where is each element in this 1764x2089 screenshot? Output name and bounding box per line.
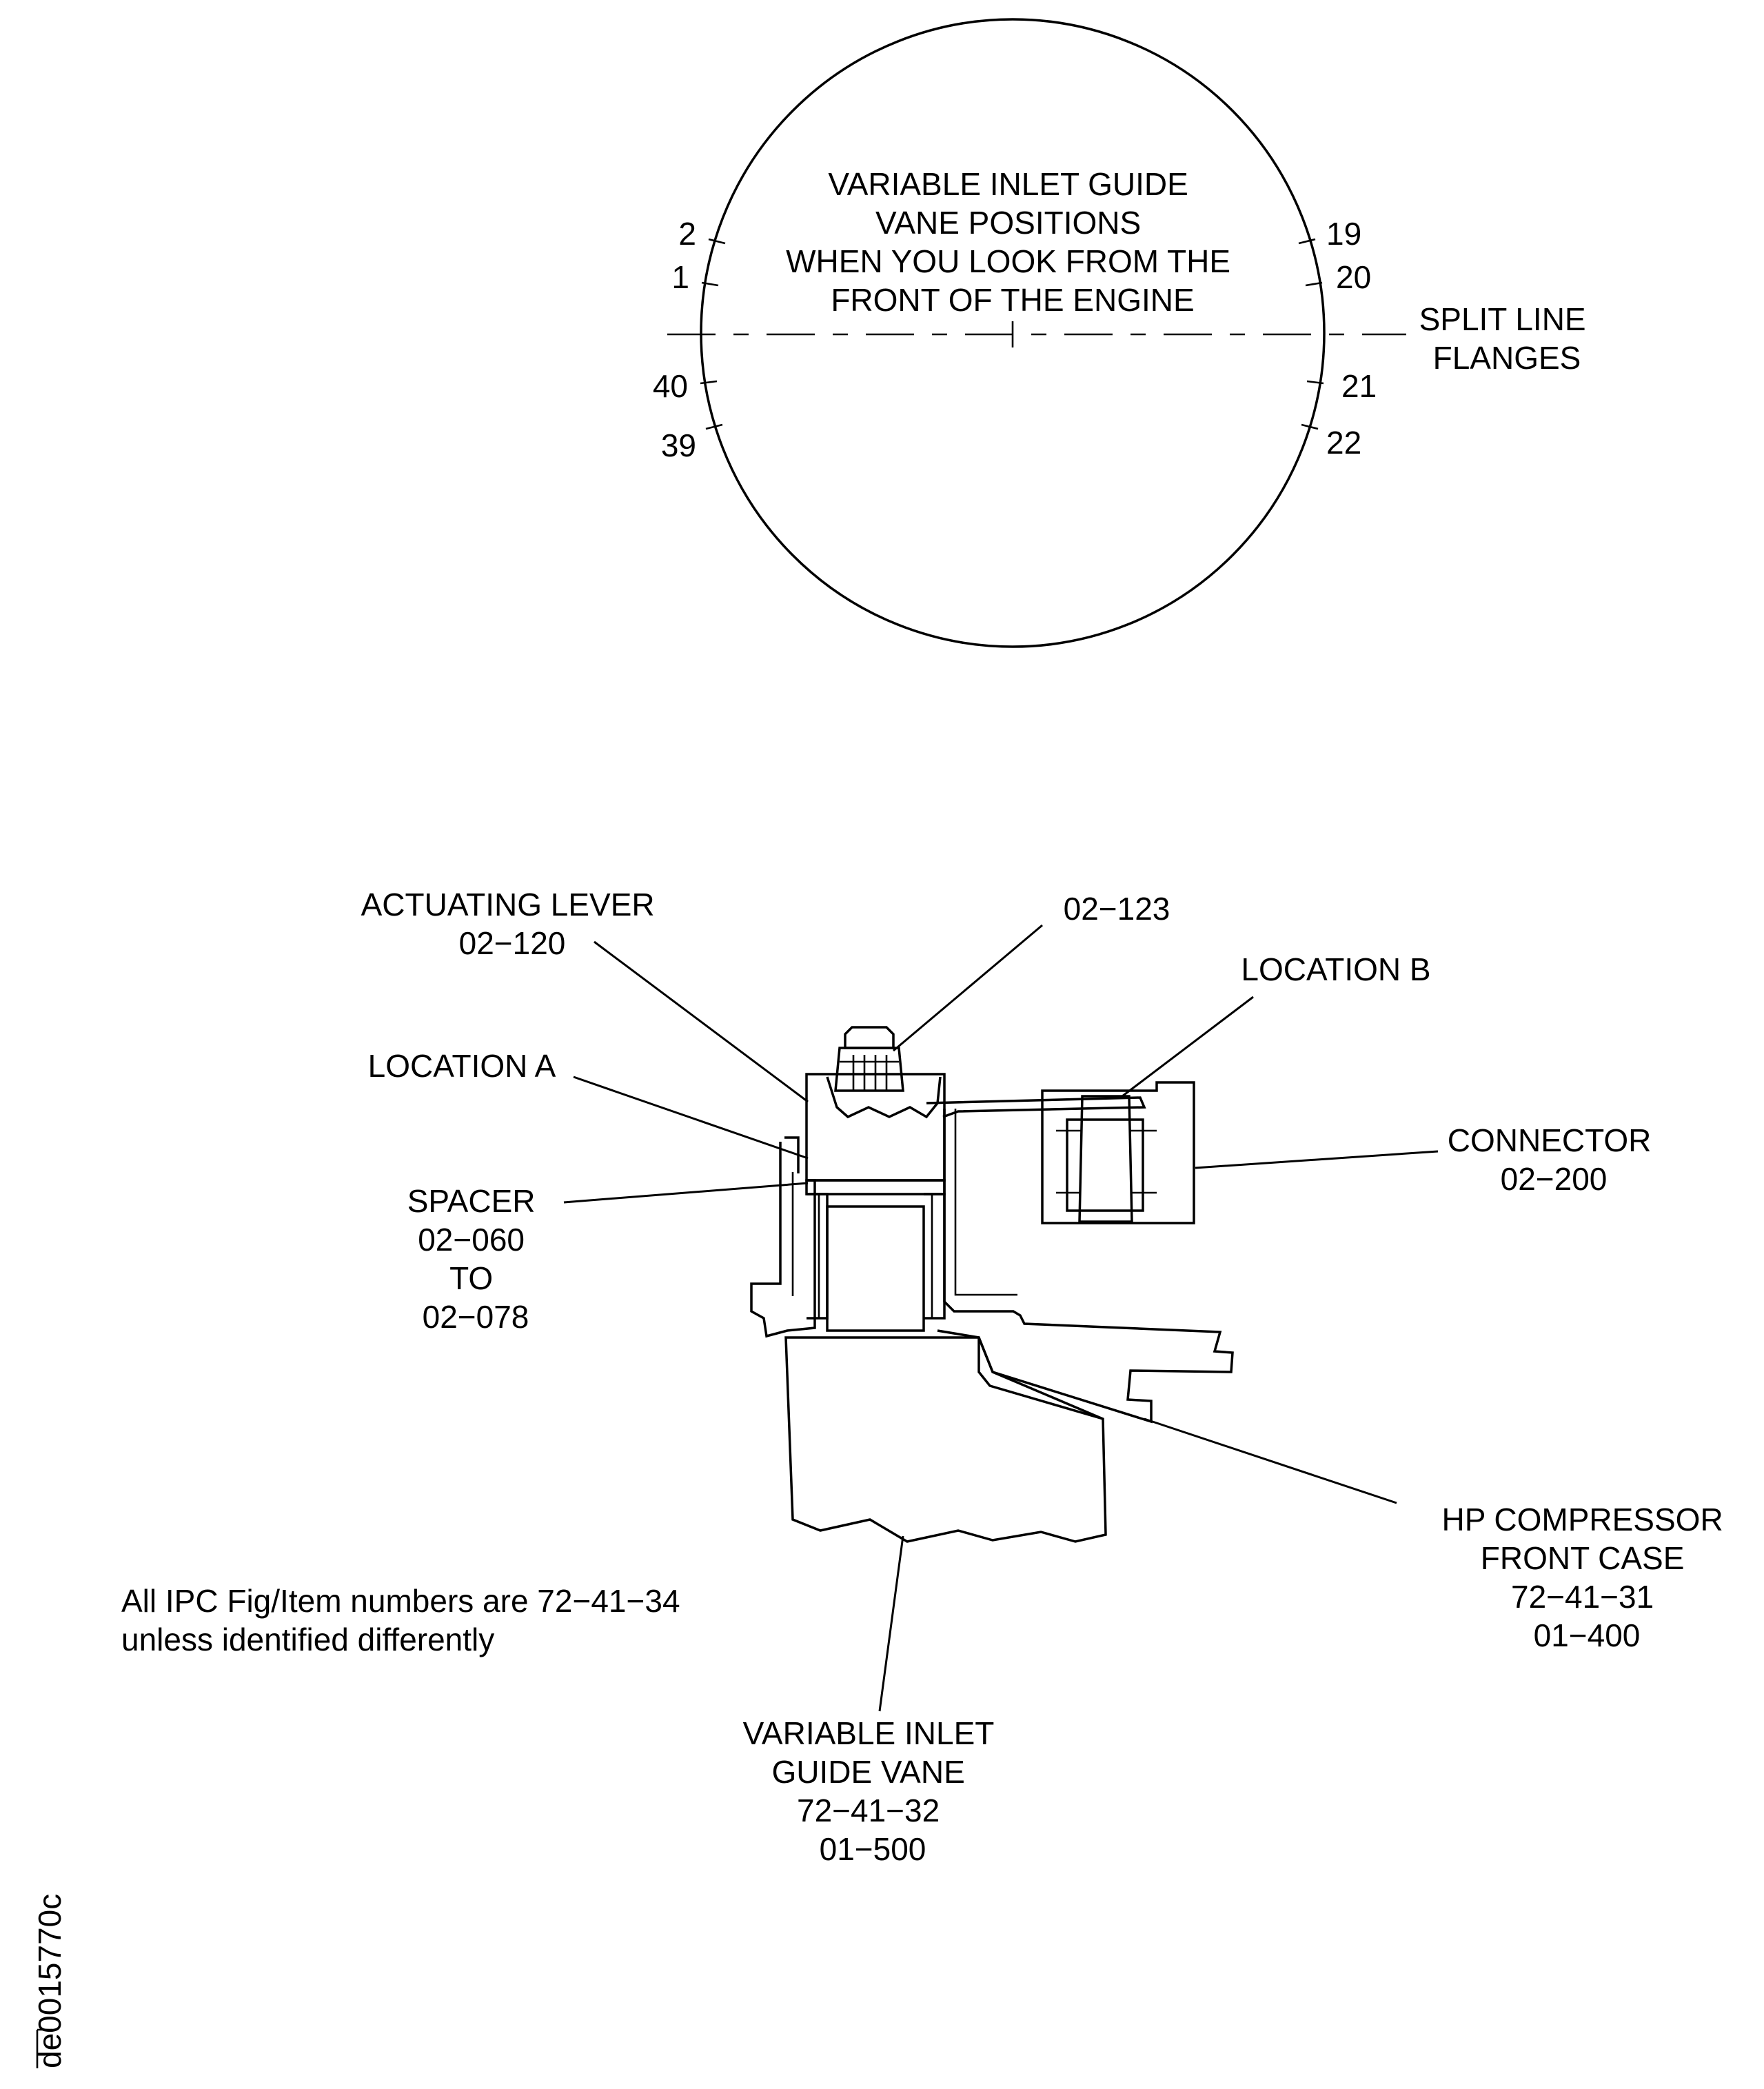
label-nut-02-123: 02−123 <box>1064 891 1170 927</box>
position-label-21: 21 <box>1341 368 1377 404</box>
position-ticks <box>700 238 1324 430</box>
label-connector: CONNECTOR 02−200 <box>1448 1122 1660 1197</box>
trunnion-right-collar <box>924 1193 946 1320</box>
split-line-label: SPLIT LINE FLANGES <box>1419 301 1595 376</box>
label-actuating-lever: ACTUATING LEVER 02−120 <box>361 887 664 961</box>
vane-position-view: VARIABLE INLET GUIDE VANE POSITIONS WHEN… <box>653 18 1595 648</box>
drawing-id: de0015770c <box>32 1894 68 2068</box>
location-a-bracket <box>784 1136 800 1173</box>
case-inner-line <box>954 1109 1017 1296</box>
trunnion-left-collar <box>807 1193 829 1320</box>
view-title: VARIABLE INLET GUIDE VANE POSITIONS WHEN… <box>786 166 1239 318</box>
lever-arm <box>926 1096 1146 1118</box>
position-label-19: 19 <box>1326 216 1361 252</box>
position-label-2: 2 <box>678 216 696 252</box>
label-variable-inlet-guide-vane: VARIABLE INLET GUIDE VANE 72−41−32 01−50… <box>743 1715 1003 1867</box>
nut-02-123 <box>834 1026 904 1092</box>
case-flange <box>977 1338 1104 1420</box>
label-location-a: LOCATION A <box>368 1048 556 1084</box>
ipc-note: All IPC Fig/Item numbers are 72−41−34 un… <box>121 1583 689 1657</box>
casing-circle <box>700 18 1326 648</box>
position-label-20: 20 <box>1336 259 1371 295</box>
vane-stem <box>826 1205 925 1332</box>
lever-pocket <box>826 1076 942 1119</box>
position-label-22: 22 <box>1326 425 1361 461</box>
leader-lines <box>563 924 1439 1712</box>
position-label-40: 40 <box>653 368 688 404</box>
spacer <box>805 1179 946 1195</box>
label-hp-compressor-front-case: HP COMPRESSOR FRONT CASE 72−41−31 01−400 <box>1442 1502 1732 1653</box>
label-spacer: SPACER 02−060 TO 02−078 <box>407 1183 545 1335</box>
connector-02-200 <box>1041 1081 1195 1224</box>
casing-boss-outline <box>750 1142 816 1338</box>
section-view: ACTUATING LEVER 02−120 02−123 LOCATION B… <box>361 887 1732 1867</box>
position-label-39: 39 <box>661 427 696 463</box>
position-label-1: 1 <box>671 259 689 295</box>
vane-airfoil <box>784 1336 1107 1543</box>
label-location-b: LOCATION B <box>1241 951 1430 987</box>
front-case-outline <box>937 1109 1234 1424</box>
